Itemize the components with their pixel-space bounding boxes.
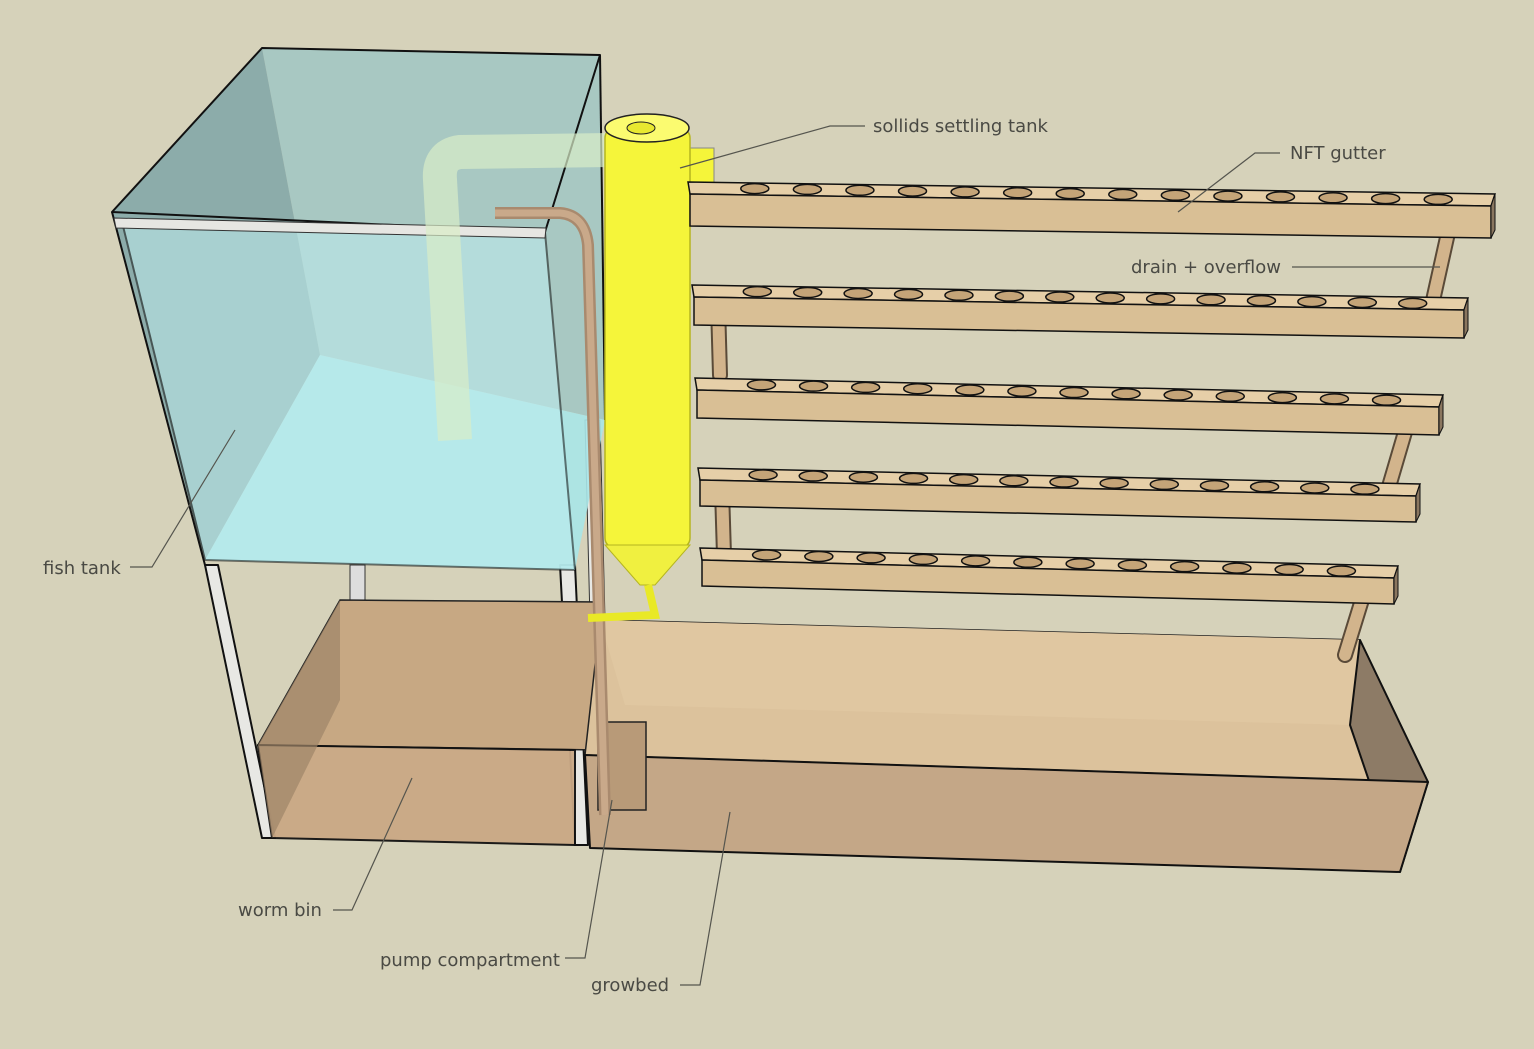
nft-gutter-end xyxy=(1463,297,1469,339)
plant-hole xyxy=(1370,192,1401,205)
plant-hole xyxy=(1213,190,1243,202)
plant-hole xyxy=(897,185,928,197)
plant-hole xyxy=(1099,477,1129,489)
plant-hole xyxy=(955,384,985,396)
plant-hole xyxy=(1299,482,1330,494)
plant-hole xyxy=(1045,291,1075,303)
plant-hole xyxy=(908,553,939,566)
nft-gutter-end xyxy=(1393,565,1399,605)
nft-gutter-end xyxy=(1415,483,1421,523)
labels: sollids settling tank NFT gutter drain +… xyxy=(43,116,1440,996)
plant-hole xyxy=(1215,390,1246,403)
plant-hole xyxy=(1371,394,1402,406)
plant-hole xyxy=(1169,560,1200,573)
growbed xyxy=(584,619,1430,873)
plant-hole xyxy=(1117,559,1148,571)
plant-hole xyxy=(1297,295,1327,308)
plant-hole xyxy=(994,290,1025,302)
label-pump-compartment: pump compartment xyxy=(380,950,560,971)
plant-hole xyxy=(1149,478,1180,491)
plant-hole xyxy=(1423,193,1453,206)
label-worm-bin: worm bin xyxy=(238,900,322,921)
plant-hole xyxy=(856,552,886,564)
plant-hole xyxy=(893,288,924,301)
plant-hole xyxy=(1196,294,1226,306)
plant-hole xyxy=(1265,191,1296,203)
plant-hole xyxy=(1347,296,1378,309)
plant-hole xyxy=(1013,556,1043,569)
plant-hole xyxy=(999,475,1029,487)
plant-hole xyxy=(798,470,829,482)
plant-hole xyxy=(944,289,974,301)
plant-hole xyxy=(804,550,834,563)
plant-hole xyxy=(950,186,980,198)
plant-hole xyxy=(902,382,933,395)
plant-hole xyxy=(1055,187,1085,200)
plant-hole xyxy=(1222,562,1252,574)
plant-hole xyxy=(1065,557,1095,570)
label-fish-tank: fish tank xyxy=(43,558,121,579)
plant-hole xyxy=(960,555,991,567)
plant-hole xyxy=(1249,481,1280,493)
plant-hole xyxy=(751,549,782,561)
plant-hole xyxy=(1095,292,1125,304)
plant-hole xyxy=(843,287,873,300)
plant-hole xyxy=(1163,389,1193,401)
plant-hole xyxy=(850,381,881,394)
plant-hole xyxy=(1267,391,1298,404)
plant-hole xyxy=(1049,476,1079,488)
plant-hole xyxy=(1350,483,1380,495)
fish-tank xyxy=(111,47,606,571)
plant-hole xyxy=(1160,189,1191,201)
nft-gutter-end xyxy=(1438,394,1444,436)
plant-hole xyxy=(1274,563,1304,576)
plant-hole xyxy=(1111,388,1141,400)
label-drain-overflow: drain + overflow xyxy=(1131,257,1281,278)
nft-gutter-end xyxy=(1490,193,1496,239)
plant-hole xyxy=(798,380,829,392)
label-growbed: growbed xyxy=(591,975,669,996)
label-settling-tank: sollids settling tank xyxy=(873,116,1049,137)
plant-hole xyxy=(746,379,777,391)
nft-gutters xyxy=(687,181,1497,663)
plant-hole xyxy=(1246,294,1277,307)
label-nft-gutter: NFT gutter xyxy=(1290,143,1386,164)
plant-hole xyxy=(1319,393,1350,405)
plant-hole xyxy=(792,286,823,299)
plant-hole xyxy=(1318,192,1348,204)
plant-hole xyxy=(898,472,929,485)
plant-hole xyxy=(1007,385,1037,397)
solids-settling-tank xyxy=(587,113,715,622)
plant-hole xyxy=(1059,386,1089,399)
plant-hole xyxy=(845,184,875,196)
pipes xyxy=(422,133,611,816)
plant-hole xyxy=(948,473,979,486)
plant-hole xyxy=(742,285,773,298)
worm-bin xyxy=(256,599,601,846)
plant-hole xyxy=(1199,479,1230,492)
plant-hole xyxy=(1397,297,1428,310)
plant-hole xyxy=(1145,293,1176,305)
plant-hole xyxy=(1108,188,1138,201)
plant-hole xyxy=(1326,565,1357,577)
plant-hole xyxy=(848,471,879,483)
plant-hole xyxy=(748,469,778,481)
plant-hole xyxy=(792,183,823,196)
plant-hole xyxy=(1002,187,1033,199)
plant-hole xyxy=(740,182,770,195)
